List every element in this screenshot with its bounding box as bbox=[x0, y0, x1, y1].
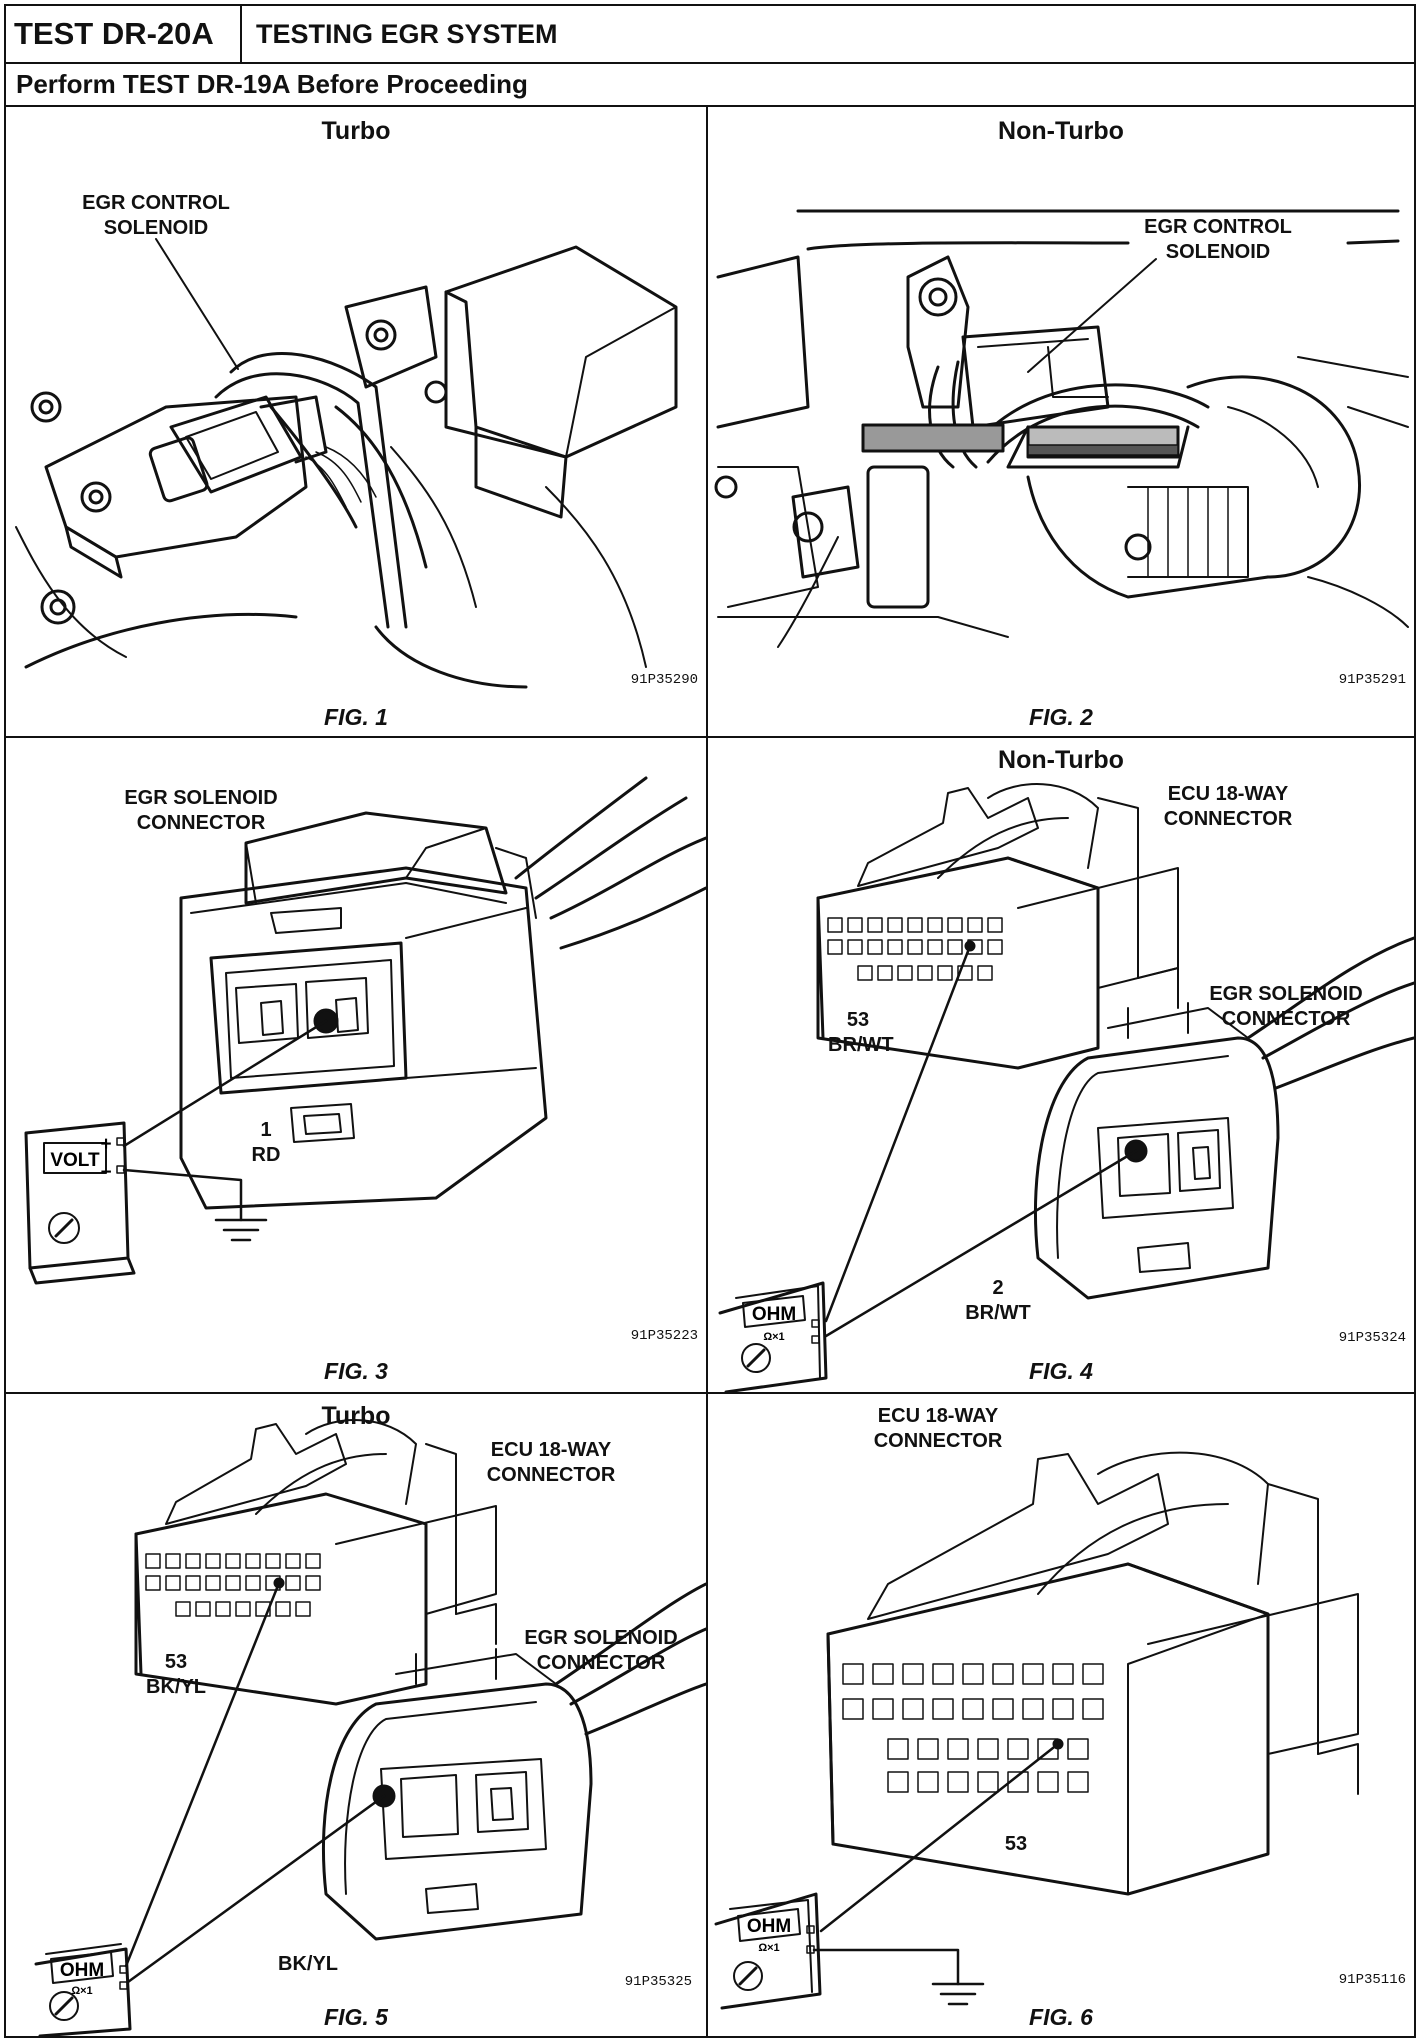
non-turbo-engine-illustration bbox=[714, 209, 1409, 648]
meter-display: VOLT bbox=[50, 1150, 100, 1171]
meter-display: OHM bbox=[60, 1960, 104, 1981]
grid-divider-horizontal bbox=[6, 736, 1414, 738]
meter-display: OHM bbox=[752, 1304, 796, 1325]
ecu-pin-label: 53 bbox=[1004, 1833, 1028, 1855]
egr-control-solenoid-label: EGR CONTROL SOLENOID bbox=[1144, 216, 1292, 263]
test-title: TESTING EGR SYSTEM bbox=[256, 19, 558, 49]
figure-label: FIG. 2 bbox=[1029, 704, 1093, 730]
egr-solenoid-connector-illustration: VOLT + − bbox=[24, 776, 706, 1285]
figure-label: FIG. 5 bbox=[324, 2004, 388, 2030]
ecu-and-solenoid-connector-illustration: OHM Ω×1 bbox=[718, 783, 1414, 1392]
figure-code: 91P35116 bbox=[1338, 1972, 1406, 1988]
figure-label: FIG. 6 bbox=[1029, 2004, 1093, 2030]
meter-plus: + bbox=[100, 1134, 111, 1155]
figure-code: 91P35223 bbox=[630, 1328, 698, 1344]
solenoid-wire-label: BK/YL bbox=[278, 1953, 338, 1975]
panel-title: Non-Turbo bbox=[998, 746, 1124, 774]
ecu-pin-label: 53 BK/YL bbox=[146, 1651, 206, 1698]
meter-range: Ω×1 bbox=[71, 1985, 92, 1997]
figure-panel-6: ECU 18-WAY CONNECTOR bbox=[708, 1394, 1414, 2036]
pin-label: 1 RD bbox=[251, 1119, 281, 1166]
egr-control-solenoid-label: EGR CONTROL SOLENOID bbox=[82, 192, 230, 239]
test-header: TEST DR-20A TESTING EGR SYSTEM bbox=[6, 6, 1414, 64]
meter-minus: − bbox=[100, 1162, 111, 1183]
ecu-connector-label: ECU 18-WAY CONNECTOR bbox=[1163, 783, 1293, 830]
figure-code: 91P35324 bbox=[1338, 1330, 1406, 1346]
figure-panel-2: Non-Turbo EGR CONTROL SOLENOID bbox=[708, 107, 1414, 736]
panel-title: Non-Turbo bbox=[998, 117, 1124, 145]
figure-panel-4: Non-Turbo ECU 18-WAY CONNECTOR EGR SOLEN… bbox=[708, 738, 1414, 1392]
figure-label: FIG. 3 bbox=[324, 1358, 388, 1384]
test-instruction: Perform TEST DR-19A Before Proceeding bbox=[6, 62, 1414, 107]
figure-code: 91P35290 bbox=[630, 672, 698, 688]
ecu-and-solenoid-connector-illustration: OHM Ω×1 bbox=[34, 1419, 706, 2036]
meter-range: Ω×1 bbox=[758, 1942, 779, 1954]
egr-solenoid-connector-label: EGR SOLENOID CONNECTOR bbox=[1209, 983, 1363, 1030]
figure-label: FIG. 4 bbox=[1029, 1358, 1093, 1384]
figure-code: 91P35325 bbox=[624, 1974, 692, 1990]
turbo-engine-illustration bbox=[15, 238, 678, 689]
grid-divider-vertical bbox=[706, 107, 708, 2036]
grid-divider-horizontal bbox=[6, 1392, 1414, 1394]
figure-label: FIG. 1 bbox=[324, 704, 388, 730]
figure-code: 91P35291 bbox=[1338, 672, 1406, 688]
meter-display: OHM bbox=[747, 1916, 791, 1937]
panel-title: Turbo bbox=[321, 1402, 391, 1430]
figure-panel-3: EGR SOLENOID CONNECTOR bbox=[6, 738, 706, 1392]
ecu-pin-label: 53 BR/WT bbox=[828, 1009, 894, 1056]
ecu-connector-illustration: OHM Ω×1 bbox=[714, 1451, 1359, 2010]
test-id: TEST DR-20A bbox=[6, 6, 242, 62]
solenoid-pin-label: 2 BR/WT bbox=[965, 1277, 1031, 1324]
test-page: TEST DR-20A TESTING EGR SYSTEM Perform T… bbox=[4, 4, 1416, 2038]
meter-range: Ω×1 bbox=[763, 1331, 784, 1343]
figure-panel-5: Turbo ECU 18-WAY CONNECTOR EGR SOLENOID … bbox=[6, 1394, 706, 2036]
figure-grid: Turbo EGR CONTROL SOLENOID bbox=[6, 107, 1414, 2036]
panel-title: Turbo bbox=[321, 117, 391, 145]
ecu-connector-label: ECU 18-WAY CONNECTOR bbox=[873, 1405, 1003, 1452]
figure-panel-1: Turbo EGR CONTROL SOLENOID bbox=[6, 107, 706, 736]
ecu-connector-label: ECU 18-WAY CONNECTOR bbox=[486, 1439, 616, 1486]
egr-solenoid-connector-label: EGR SOLENOID CONNECTOR bbox=[124, 787, 278, 834]
